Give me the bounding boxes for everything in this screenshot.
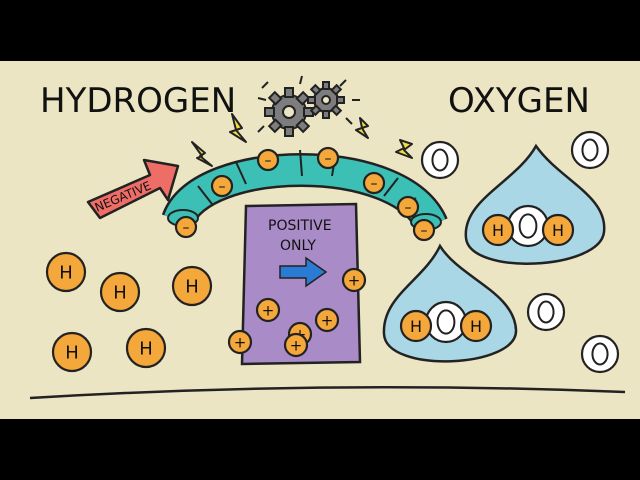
motion-lines <box>257 75 360 133</box>
positive-label-line1: POSITIVE <box>268 218 332 234</box>
electron-symbol: – <box>421 223 428 239</box>
lightning-icon <box>355 117 369 139</box>
hydrogen-atom: H <box>399 309 433 343</box>
proton-symbol: + <box>348 271 361 289</box>
hydrogen-atom-symbol: H <box>552 221 564 240</box>
gear-icon <box>264 87 314 137</box>
proton: + <box>314 307 340 333</box>
oxygen-atom <box>420 140 460 180</box>
electron-group: ––––––– <box>174 146 436 242</box>
hydrogen-atom: H <box>459 309 493 343</box>
hydrogen-atom: H <box>51 331 93 373</box>
letterbox-top <box>0 0 640 61</box>
oxygen-atom <box>580 334 620 374</box>
oxygen-label: OXYGEN <box>448 81 590 121</box>
hydrogen-atom-symbol: H <box>65 342 79 363</box>
electron: – <box>412 218 436 242</box>
arrow-right-icon <box>279 256 328 288</box>
proton: + <box>227 329 253 355</box>
hydrogen-atom: H <box>125 327 167 369</box>
ground-line <box>29 385 626 400</box>
hydrogen-atom-symbol: H <box>139 338 153 359</box>
electron-symbol: – <box>405 200 412 216</box>
proton: + <box>341 267 367 293</box>
electron-symbol: – <box>183 220 190 236</box>
proton-symbol: + <box>234 333 247 351</box>
hydrogen-atom-symbol: H <box>492 221 504 240</box>
letterbox-bottom <box>0 419 640 480</box>
electron: – <box>396 195 420 219</box>
electron-symbol: – <box>265 153 272 169</box>
hydrogen-atom: H <box>171 265 213 307</box>
lightning-icon <box>229 113 247 143</box>
oxygen-atom <box>570 130 610 170</box>
positive-label-line2: ONLY <box>280 238 316 254</box>
electron: – <box>210 174 234 198</box>
lightning-icon <box>191 141 213 167</box>
proton-symbol: + <box>290 336 303 354</box>
proton: + <box>255 297 281 323</box>
hydrogen-atom-symbol: H <box>470 317 482 336</box>
hydrogen-atom: H <box>99 271 141 313</box>
electron: – <box>362 171 386 195</box>
hydrogen-atom-symbol: H <box>185 276 199 297</box>
hydrogen-atom: H <box>481 213 515 247</box>
hydrogen-atom-symbol: H <box>113 282 127 303</box>
electron-symbol: – <box>325 151 332 167</box>
electron: – <box>316 146 340 170</box>
oxygen-atom <box>526 292 566 332</box>
hydrogen-label: HYDROGEN <box>40 81 236 121</box>
oxygen-atom <box>506 204 550 248</box>
electron: – <box>256 148 280 172</box>
hydrogen-atom-symbol: H <box>410 317 422 336</box>
proton-symbol: + <box>262 301 275 319</box>
hydrogen-atom: H <box>45 251 87 293</box>
proton: + <box>283 332 309 358</box>
electron-symbol: – <box>219 179 226 195</box>
electron-symbol: – <box>371 176 378 192</box>
hydrogen-atom-symbol: H <box>59 262 73 283</box>
oxygen-atom <box>424 300 468 344</box>
electron: – <box>174 215 198 239</box>
gear-icon <box>307 81 345 119</box>
proton-symbol: + <box>321 311 334 329</box>
hydrogen-atom: H <box>541 213 575 247</box>
lightning-icon <box>395 139 413 159</box>
